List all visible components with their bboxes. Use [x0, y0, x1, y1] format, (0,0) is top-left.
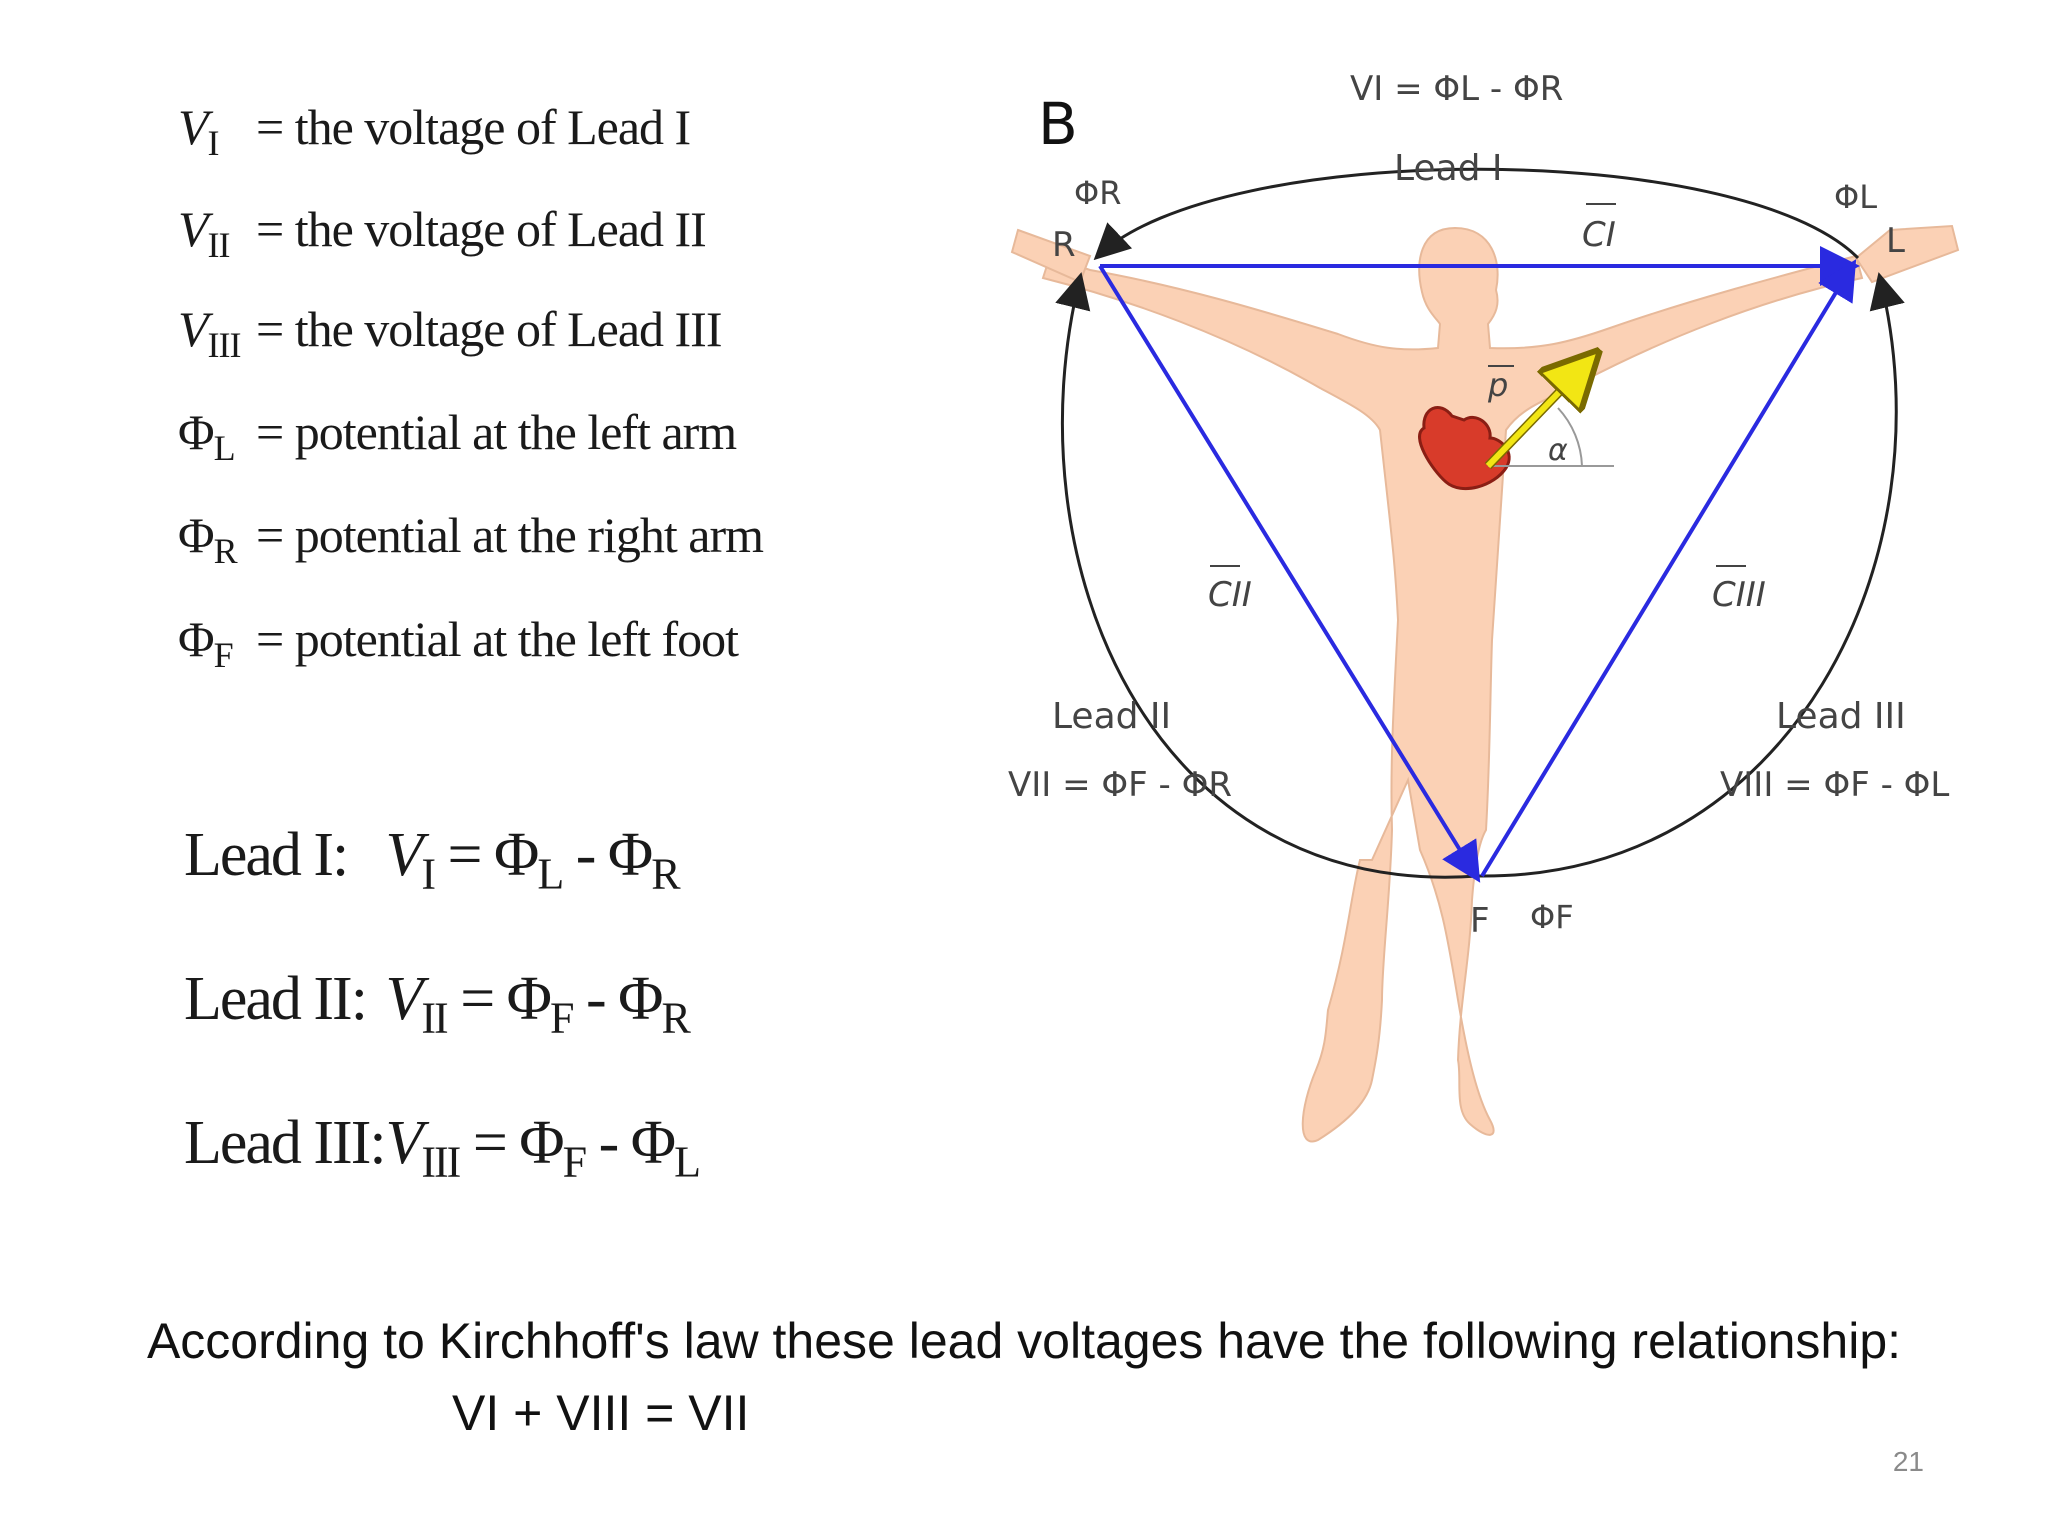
body-silhouette	[1010, 224, 1960, 1143]
lead2-arc	[1055, 272, 1479, 879]
definition-text: = potential at the right arm	[256, 507, 764, 563]
lead-formula-row: Lead II: VII = ΦF - ΦR	[184, 964, 691, 1043]
lead3-formula: VIII = ΦF - ΦL	[1720, 765, 1949, 805]
definition-symbol: VIII	[178, 301, 242, 365]
lead-name: Lead I:	[184, 821, 349, 889]
lead-formula-row: Lead I: VI = ΦL - ΦR	[184, 820, 681, 899]
definition-row: ΦR = potential at the right arm	[178, 506, 764, 576]
vertex-left: L	[1886, 221, 1905, 261]
vertex-foot: F	[1470, 901, 1490, 941]
definition-symbol: ΦR	[178, 507, 238, 571]
triangle-side-c2	[1098, 264, 1481, 883]
definition-symbol: ΦL	[178, 404, 236, 468]
c2-label: CII	[1208, 575, 1252, 615]
potential-foot: ΦF	[1530, 898, 1574, 936]
panel-letter: B	[1038, 90, 1078, 158]
lead-name: Lead III:	[184, 1109, 387, 1177]
lead-name: Lead II:	[184, 965, 368, 1033]
lead1-formula: VI = ΦL - ΦR	[1350, 69, 1563, 109]
kirchhoff-relation: VI + VIII = VII	[452, 1385, 750, 1441]
c1-label: CI	[1582, 215, 1616, 255]
body-shape	[1041, 226, 1864, 1143]
definition-row: VII = the voltage of Lead II	[178, 200, 707, 270]
lead1-arc	[1093, 167, 1860, 261]
definition-symbol: VI	[178, 99, 220, 163]
potential-right: ΦR	[1074, 174, 1121, 212]
lead-formula: VIII = ΦF - ΦL	[385, 1109, 701, 1187]
lead-formula-row: Lead III: VIII = ΦF - ΦL	[184, 1108, 701, 1187]
heart	[1418, 406, 1511, 491]
p-label: p	[1487, 366, 1508, 404]
vertex-right: R	[1052, 225, 1076, 265]
lead1-label: Lead I	[1394, 148, 1503, 189]
heart-icon	[1418, 406, 1511, 491]
definition-text: = potential at the left foot	[256, 611, 739, 667]
left-hand	[1854, 224, 1960, 284]
c3-label: CIII	[1712, 575, 1766, 615]
definition-text: = the voltage of Lead I	[256, 99, 691, 155]
page-number: 21	[1892, 1446, 1924, 1477]
definition-row: ΦF = potential at the left foot	[178, 610, 739, 680]
lead3-arc	[1477, 272, 1905, 878]
definition-symbol: ΦF	[178, 611, 234, 675]
einthoven-triangle	[1098, 246, 1860, 883]
triangle-side-c3	[1480, 259, 1857, 878]
lead2-label: Lead II	[1052, 696, 1171, 737]
lead2-formula: VII = ΦF - ΦR	[1008, 765, 1232, 805]
potential-left: ΦL	[1834, 178, 1877, 216]
definition-row: ΦL = potential at the left arm	[178, 403, 737, 473]
lead3-label: Lead III	[1776, 696, 1906, 737]
definition-row: VI = the voltage of Lead I	[178, 98, 691, 168]
cardiac-vector-fill	[1485, 358, 1592, 469]
definition-symbol: VII	[178, 201, 231, 265]
alpha-label: α	[1548, 433, 1568, 468]
lead-formula: VII = ΦF - ΦR	[385, 965, 691, 1043]
kirchhoff-caption: According to Kirchhoff's law these lead …	[146, 1313, 1902, 1369]
definition-text: = the voltage of Lead II	[256, 201, 707, 257]
definition-row: VIII= the voltage of Lead III	[178, 300, 722, 370]
definition-text: = the voltage of Lead III	[256, 301, 722, 357]
definition-text: = potential at the left arm	[256, 404, 737, 460]
lead-formula: VI = ΦL - ΦR	[385, 821, 681, 899]
